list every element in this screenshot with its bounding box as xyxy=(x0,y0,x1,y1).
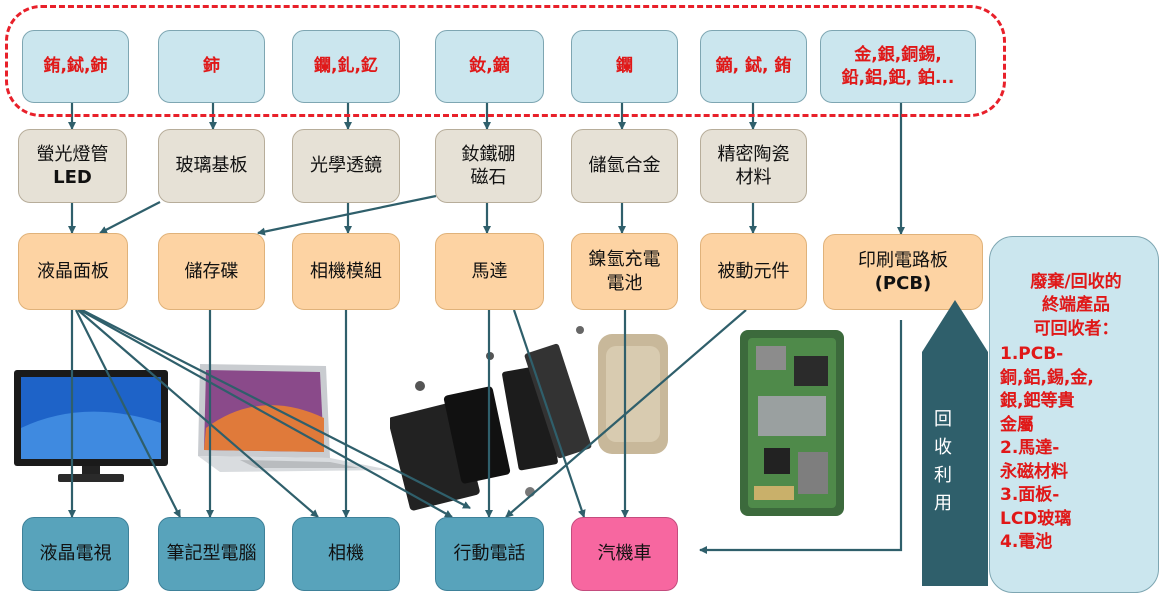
recycle-arrow-shape xyxy=(922,300,988,586)
material-box-hydrogen-alloy: 儲氫合金 xyxy=(571,129,678,203)
material-label-1: 光學透鏡 xyxy=(310,155,382,177)
component-label-1: 馬達 xyxy=(471,260,508,282)
component-label-1: 液晶面板 xyxy=(37,260,109,282)
element-box-dy-tb-eu: 鏑, 鋱, 銪 xyxy=(700,30,807,103)
element-box-eu-tb-ce: 銪,鋱,鈰 xyxy=(22,30,129,103)
product-box-vehicle: 汽機車 xyxy=(571,517,678,591)
tv-image xyxy=(14,370,168,482)
component-label-1: 鎳氫充電 xyxy=(588,249,661,271)
material-label-2: 材料 xyxy=(735,167,772,188)
panel-item-motor: 2.馬達- 永磁材料 xyxy=(1000,438,1068,482)
material-label-2: 磁石 xyxy=(470,167,507,188)
panel-item-panel: 3.面板- LCD玻璃 xyxy=(1000,485,1072,529)
material-label-1: 精密陶瓷 xyxy=(717,143,790,165)
material-label-1: 儲氫合金 xyxy=(588,155,661,177)
component-label-1: 相機模組 xyxy=(310,260,382,282)
material-box-fluorescent-led: 螢光燈管 LED xyxy=(18,129,127,203)
element-box-precious-metals: 金,銀,銅錫, 鉛,鋁,鈀, 鉑... xyxy=(820,30,976,103)
element-box-la: 鑭 xyxy=(571,30,678,103)
product-box-camera: 相機 xyxy=(292,517,400,591)
laptop-image xyxy=(198,364,390,472)
component-box-camera-module: 相機模組 xyxy=(292,233,400,310)
component-label-1: 儲存碟 xyxy=(184,260,239,282)
element-group-border xyxy=(5,5,1006,117)
component-label-1: 被動元件 xyxy=(717,260,790,282)
material-label-1: 螢光燈管 xyxy=(36,143,109,165)
element-box-nd-dy: 釹,鏑 xyxy=(435,30,544,103)
element-box-la-gd-y: 鑭,釓,釔 xyxy=(292,30,400,103)
material-box-optical-lens: 光學透鏡 xyxy=(292,129,400,203)
panel-title: 廢棄/回收的 終端產品 可回收者： xyxy=(1030,272,1122,339)
component-box-nimh-battery: 鎳氫充電 電池 xyxy=(571,233,678,310)
component-label-2: (PCB) xyxy=(874,273,932,294)
pcb-image xyxy=(740,330,844,516)
product-box-mobile-phone: 行動電話 xyxy=(435,517,544,591)
material-box-glass-substrate: 玻璃基板 xyxy=(158,129,265,203)
component-box-passive-components: 被動元件 xyxy=(700,233,807,310)
material-label-1: 玻璃基板 xyxy=(175,155,248,177)
component-box-lcd-panel: 液晶面板 xyxy=(18,233,128,310)
component-box-motor: 馬達 xyxy=(435,233,544,310)
material-label-1: 釹鐵硼 xyxy=(461,143,516,165)
component-box-storage-disk: 儲存碟 xyxy=(158,233,265,310)
component-label-1: 印刷電路板 xyxy=(858,249,948,271)
panel-item-battery: 4.電池 xyxy=(1000,531,1053,552)
material-box-fine-ceramics: 精密陶瓷 材料 xyxy=(700,129,807,203)
recycle-label: 回 收 利 用 xyxy=(934,409,952,514)
material-label-2: LED xyxy=(53,167,92,188)
product-box-lcd-tv: 液晶電視 xyxy=(22,517,129,591)
component-label-2: 電池 xyxy=(606,272,643,294)
product-box-laptop: 筆記型電腦 xyxy=(158,517,265,591)
panel-item-pcb: 1.PCB- 銅,鋁,錫,金, 銀,鈀等貴 金屬 xyxy=(1000,344,1094,435)
phone-parts-image xyxy=(390,326,668,511)
element-box-ce: 鈰 xyxy=(158,30,265,103)
material-box-ndfeb-magnet: 釹鐵硼 磁石 xyxy=(435,129,542,203)
recycling-panel: 廢棄/回收的 終端產品 可回收者： 1.PCB- 銅,鋁,錫,金, 銀,鈀等貴 … xyxy=(989,236,1159,593)
component-box-pcb: 印刷電路板 (PCB) xyxy=(823,234,983,310)
